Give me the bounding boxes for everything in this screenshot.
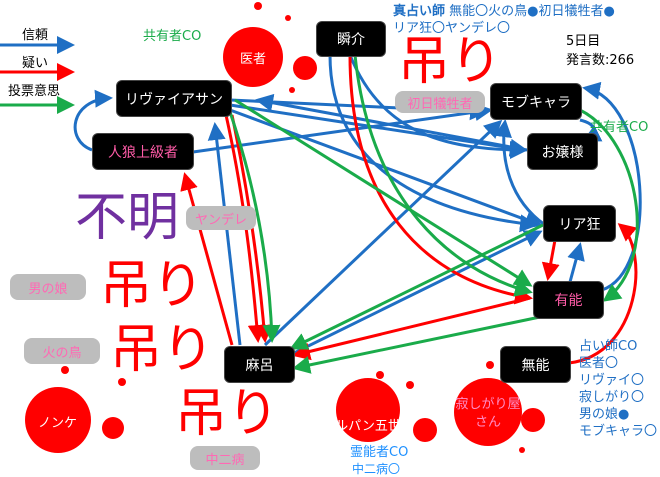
hanged-mark: 吊り xyxy=(175,384,280,444)
blood-splatter-lonely xyxy=(454,361,545,453)
hanged-chuni: 中二病 xyxy=(190,446,260,470)
node-werewolf-pro[interactable]: 人狼上級者 xyxy=(92,133,194,170)
day-label: 5日目 xyxy=(566,34,601,49)
munou-note: リヴァイ〇 xyxy=(579,373,645,388)
hanged-mark: 吊り xyxy=(100,256,205,316)
node-shunsuke[interactable]: 瞬介 xyxy=(316,21,386,57)
co-label-right: 共有者CO xyxy=(590,120,649,135)
doubt-arrows xyxy=(180,54,638,365)
hanged-otokonoko: 男の娘 xyxy=(10,274,86,300)
node-leviathan[interactable]: リヴァイアサン xyxy=(116,80,232,117)
dead-lonely: 寂しがり屋さん xyxy=(455,397,521,430)
munou-note: 占い師CO xyxy=(579,339,638,354)
seer-title: 真占い師 xyxy=(393,4,446,19)
lupin-note-chuni: 中二病〇 xyxy=(352,462,401,476)
munou-notes: 占い師CO 医者〇 リヴァイ〇 寂しがり〇 男の娘● モブキャラ〇 xyxy=(579,338,657,440)
legend-trust-label: 信頼 xyxy=(22,28,49,43)
lupin-note-medium: 霊能者CO xyxy=(350,445,409,460)
hanged-mark: 吊り xyxy=(398,32,503,92)
blood-splatter-doctor xyxy=(223,2,317,93)
hanged-day1-victim: 初日犠牲者 xyxy=(395,91,485,113)
unknown-mark: 不明 xyxy=(75,188,180,248)
hanged-yandere: ヤンデレ xyxy=(186,206,256,230)
munou-note: 医者〇 xyxy=(579,356,619,371)
seer-results: 無能〇火の鳥●初日犠牲者● xyxy=(449,4,615,19)
munou-note: モブキャラ〇 xyxy=(579,424,658,439)
blood-splatter-lupin xyxy=(336,371,437,442)
trust-arrows xyxy=(73,54,642,357)
post-count: 発言数:266 xyxy=(566,53,635,68)
munou-note: 寂しがり〇 xyxy=(579,390,645,405)
node-yuunou[interactable]: 有能 xyxy=(533,281,604,319)
node-mob[interactable]: モブキャラ xyxy=(490,83,582,120)
hanged-mark: 吊り xyxy=(110,320,215,380)
legend-vote-label: 投票意思 xyxy=(8,84,61,99)
node-maro[interactable]: 麻呂 xyxy=(224,346,295,383)
dead-lupin: ルパン五世 xyxy=(335,419,401,434)
node-riakyo[interactable]: リア狂 xyxy=(543,205,616,242)
hanged-hinotori: 火の鳥 xyxy=(24,338,100,364)
seer-notes-line1: 真占い師 無能〇火の鳥●初日犠牲者● xyxy=(393,0,615,19)
munou-note: 男の娘● xyxy=(579,407,630,422)
node-ojousama[interactable]: お嬢様 xyxy=(527,133,598,170)
co-label-left: 共有者CO xyxy=(143,29,202,44)
seer-notes-line2: リア狂〇ヤンデレ〇 xyxy=(393,21,511,36)
legend-doubt-label: 疑い xyxy=(22,56,49,71)
blood-splatter-nonke xyxy=(25,366,126,453)
node-munou[interactable]: 無能 xyxy=(500,346,571,383)
vote-arrows xyxy=(228,54,639,374)
dead-nonke: ノンケ xyxy=(37,416,77,431)
dead-doctor: 医者 xyxy=(239,52,266,67)
